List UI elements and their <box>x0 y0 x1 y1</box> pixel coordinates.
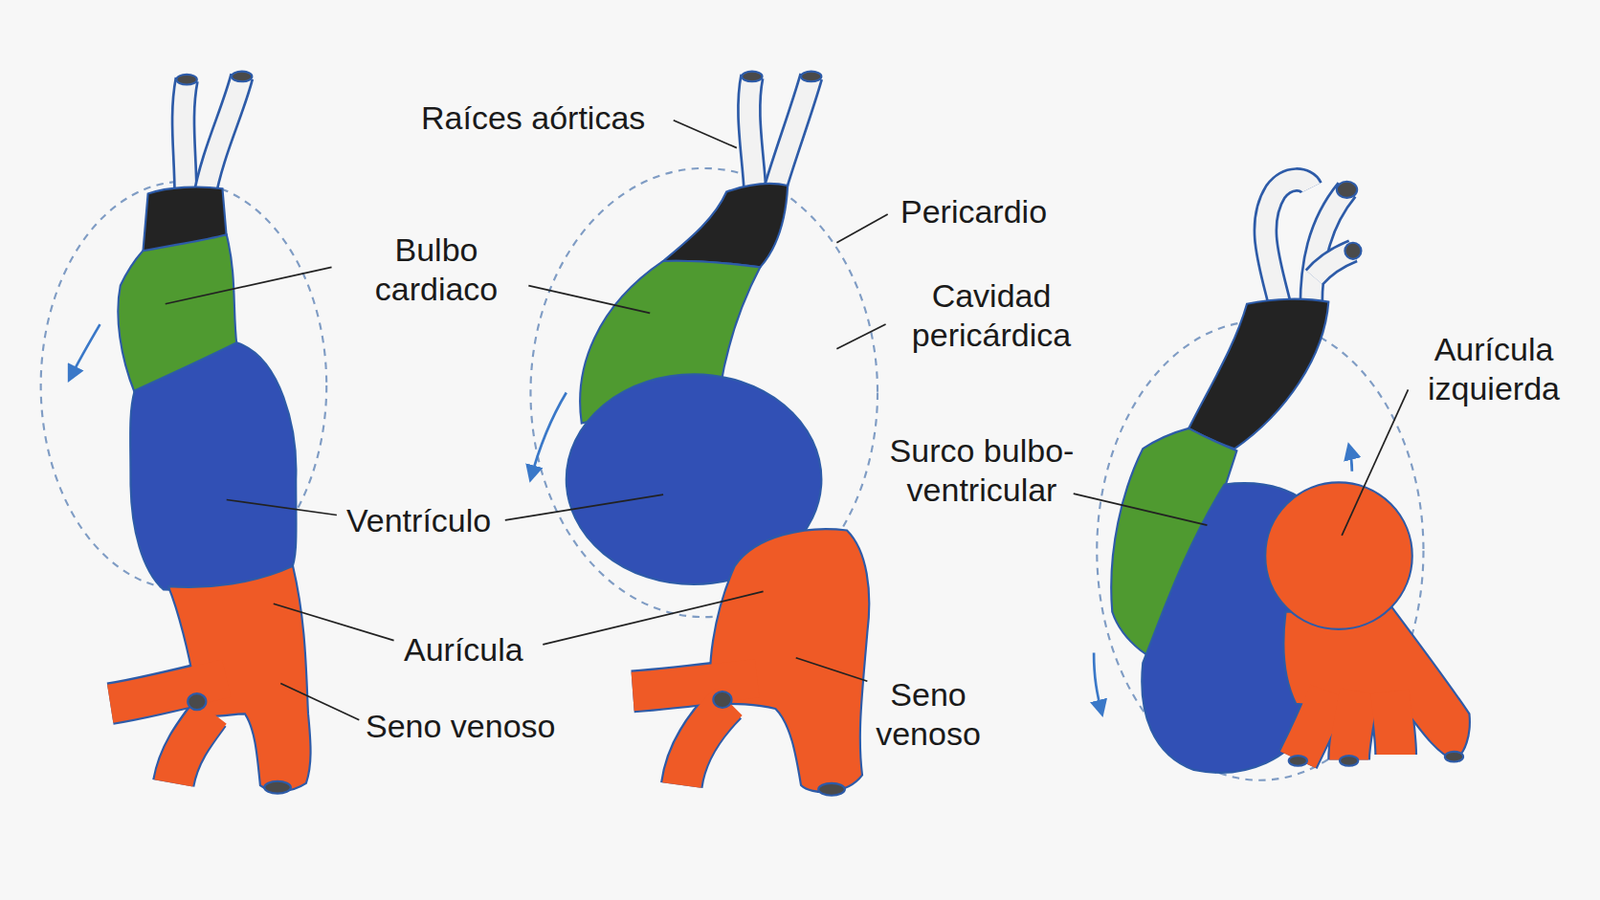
leader-line <box>505 494 664 521</box>
vessel-opening <box>264 781 291 795</box>
leader-line <box>280 683 359 720</box>
leader-lines <box>165 120 1409 721</box>
vessel-opening <box>1336 181 1357 199</box>
part-label: Ventrículo <box>346 501 491 541</box>
atrium-sinus-segment <box>710 529 869 793</box>
vessel-opening <box>1339 755 1358 767</box>
vessel-opening <box>1444 752 1464 763</box>
ventricle-segment <box>130 342 296 590</box>
label-text: Aurícula izquierda <box>1427 331 1560 407</box>
vessel-opening <box>231 71 252 83</box>
leader-line <box>836 324 886 350</box>
leader-line <box>226 499 337 515</box>
left-atrium <box>1265 482 1413 630</box>
aortic-root <box>183 79 188 200</box>
part-label: Cavidad pericárdica <box>895 276 1088 356</box>
vessel-opening <box>1344 243 1361 260</box>
venous-arm <box>1389 691 1396 756</box>
venous-arm <box>1349 691 1360 760</box>
label-text: Seno venoso <box>875 676 981 753</box>
leader-line <box>1073 493 1208 526</box>
aortic-root <box>775 76 811 188</box>
vessel-opening <box>712 691 732 709</box>
rotation-arrow <box>1093 652 1103 714</box>
aortic-root <box>749 76 756 192</box>
label-text: Bulbo cardiaco <box>375 231 499 308</box>
leader-line <box>165 266 333 304</box>
venous-arm <box>110 678 227 705</box>
leader-line <box>673 120 737 149</box>
aortic-root <box>203 76 242 200</box>
vessel-opening <box>818 783 845 797</box>
heart-loop-stage-3 <box>1093 179 1470 781</box>
part-label: Surco bulbo- ventricular <box>862 431 1102 511</box>
part-label: Aurícula izquierda <box>1407 330 1580 409</box>
figures <box>41 71 1470 797</box>
leader-line <box>1341 389 1408 535</box>
aortic-root <box>203 76 242 200</box>
label-text: Pericardio <box>900 193 1047 230</box>
leader-line <box>528 286 650 314</box>
leader-line <box>542 591 763 645</box>
sinus-segment <box>1283 601 1469 760</box>
aortic-root <box>749 76 756 192</box>
venous-arm <box>681 702 729 786</box>
part-label: Seno venoso <box>365 707 556 747</box>
part-label: Seno venoso <box>861 675 996 755</box>
part-label: Raíces aórticas <box>421 98 645 138</box>
pericardium-line <box>41 181 328 591</box>
rotation-arrow <box>530 393 566 481</box>
part-label: Aurícula <box>403 630 524 670</box>
vessel-opening <box>741 71 762 83</box>
venous-arm <box>1297 691 1329 760</box>
rotation-arrow <box>1349 445 1353 472</box>
label-text: Ventrículo <box>346 502 491 539</box>
part-label: Pericardio <box>900 192 1047 232</box>
leader-line <box>796 658 868 683</box>
part-label: Bulbo cardiaco <box>355 230 518 310</box>
venous-arm <box>173 711 211 784</box>
vessel-opening <box>176 74 197 86</box>
truncus-segment <box>1188 299 1329 450</box>
label-text: Surco bulbo- ventricular <box>889 432 1075 509</box>
truncus-segment <box>663 183 788 267</box>
vessel-opening <box>1288 755 1308 767</box>
label-text: Seno venoso <box>365 708 556 745</box>
label-text: Raíces aórticas <box>421 99 645 136</box>
rotation-arrow <box>69 324 101 380</box>
aortic-root <box>183 79 188 200</box>
vessel-opening <box>187 693 206 711</box>
heart-tube-stage-2 <box>530 71 878 797</box>
leader-line <box>273 603 395 641</box>
aortic-root <box>775 76 811 188</box>
vessel-opening <box>800 71 822 83</box>
label-text: Cavidad pericárdica <box>911 277 1071 354</box>
venous-arm <box>632 678 757 692</box>
label-text: Aurícula <box>403 631 524 668</box>
leader-line <box>836 214 888 244</box>
